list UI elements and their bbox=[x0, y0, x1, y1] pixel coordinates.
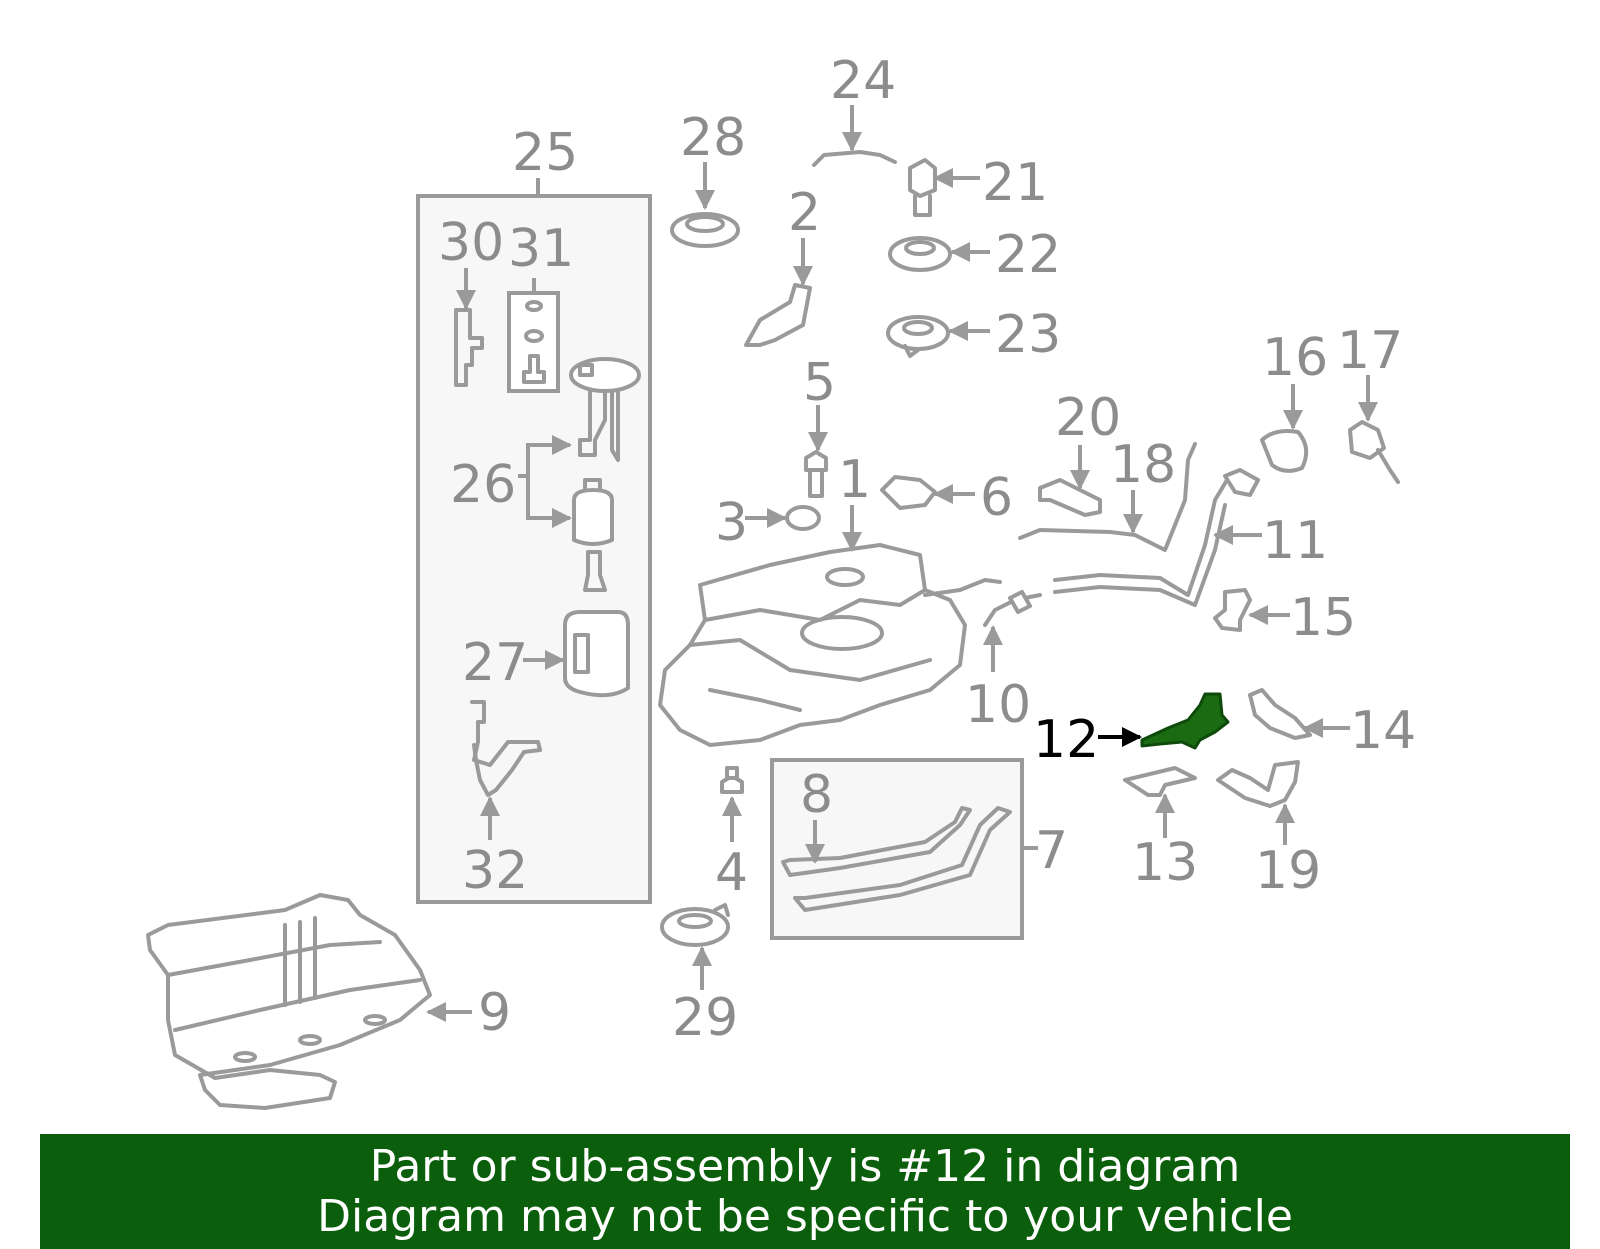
label-16: 16 bbox=[1262, 328, 1328, 388]
label-1: 1 bbox=[838, 450, 871, 510]
part-1-fuel-tank bbox=[658, 543, 1002, 747]
label-25: 25 bbox=[512, 123, 578, 183]
label-4: 4 bbox=[715, 843, 748, 903]
label-26: 26 bbox=[450, 455, 516, 515]
label-17: 17 bbox=[1337, 321, 1403, 381]
label-2: 2 bbox=[788, 183, 821, 243]
label-32: 32 bbox=[462, 841, 528, 901]
part-12-highlighted-bracket bbox=[1140, 692, 1230, 750]
part-24-hose bbox=[812, 150, 897, 167]
part-18-vent-tube bbox=[1018, 442, 1197, 552]
part-17-cap bbox=[1348, 420, 1386, 460]
part-21-valve bbox=[908, 158, 937, 198]
label-14: 14 bbox=[1350, 701, 1416, 761]
label-10: 10 bbox=[965, 675, 1031, 735]
label-6: 6 bbox=[980, 468, 1013, 528]
label-24: 24 bbox=[830, 51, 896, 111]
part-5-bolt bbox=[804, 450, 828, 498]
label-22: 22 bbox=[995, 225, 1061, 285]
label-8: 8 bbox=[800, 765, 833, 825]
part-8-strap bbox=[781, 806, 972, 877]
label-29: 29 bbox=[672, 988, 738, 1048]
label-21: 21 bbox=[982, 153, 1048, 213]
label-31: 31 bbox=[508, 219, 574, 279]
banner-line-2: Diagram may not be specific to your vehi… bbox=[317, 1191, 1293, 1242]
part-15-hose-elbow bbox=[1213, 588, 1252, 632]
label-28: 28 bbox=[680, 108, 746, 168]
banner-line-1: Part or sub-assembly is #12 in diagram bbox=[369, 1141, 1241, 1192]
label-27: 27 bbox=[462, 633, 528, 693]
part-32-wire-harness bbox=[470, 700, 542, 797]
part-3-grommet bbox=[785, 505, 821, 531]
part-7-strap bbox=[793, 806, 1012, 912]
part-6-clip bbox=[880, 475, 937, 510]
label-23: 23 bbox=[995, 305, 1061, 365]
part-2-bracket bbox=[744, 283, 812, 347]
label-9: 9 bbox=[478, 983, 511, 1043]
label-18: 18 bbox=[1110, 435, 1176, 495]
label-12: 12 bbox=[1033, 710, 1099, 770]
label-11: 11 bbox=[1262, 511, 1328, 571]
part-11-filler-pipe bbox=[1053, 473, 1232, 597]
part-10-hose bbox=[983, 593, 1042, 627]
part-9-heat-shield bbox=[146, 893, 432, 1110]
label-19: 19 bbox=[1255, 841, 1321, 901]
part-13-plate bbox=[1123, 766, 1197, 797]
info-banner: Part or sub-assembly is #12 in diagram D… bbox=[40, 1134, 1570, 1249]
label-7: 7 bbox=[1035, 821, 1068, 881]
part-27-filter bbox=[563, 610, 630, 698]
part-30-sensor bbox=[454, 308, 484, 387]
label-15: 15 bbox=[1290, 588, 1356, 648]
label-3: 3 bbox=[715, 493, 748, 553]
part-16-fuel-cap bbox=[1260, 429, 1309, 473]
label-20: 20 bbox=[1055, 388, 1121, 448]
label-13: 13 bbox=[1132, 833, 1198, 893]
label-30: 30 bbox=[438, 213, 504, 273]
part-14-bracket bbox=[1248, 688, 1312, 740]
part-26-fuel-pump-module bbox=[569, 357, 641, 592]
part-20-bracket bbox=[1038, 478, 1102, 517]
part-4-bolt bbox=[720, 766, 744, 794]
part-19-bracket bbox=[1216, 760, 1300, 808]
label-5: 5 bbox=[803, 353, 836, 413]
